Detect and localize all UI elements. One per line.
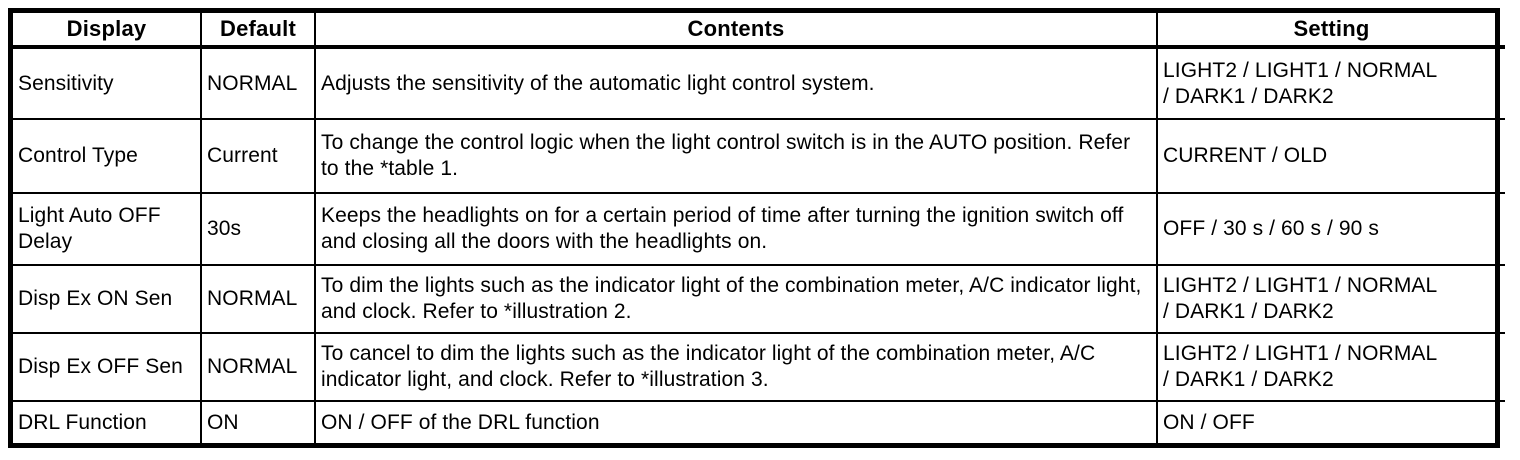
- table-row: Light Auto OFF Delay 30s Keeps the headl…: [13, 192, 1505, 266]
- header-display: Display: [13, 13, 202, 49]
- cell-setting: LIGHT2 / LIGHT1 / NORMAL / DARK1 / DARK2: [1156, 264, 1505, 334]
- cell-setting: ON / OFF: [1156, 400, 1505, 443]
- cell-contents: Keeps the headlights on for a certain pe…: [314, 192, 1158, 266]
- table-row: Disp Ex ON Sen NORMAL To dim the lights …: [13, 264, 1505, 334]
- cell-default: NORMAL: [200, 332, 316, 402]
- cell-setting: LIGHT2 / LIGHT1 / NORMAL / DARK1 / DARK2: [1156, 332, 1505, 402]
- cell-default: NORMAL: [200, 46, 316, 120]
- cell-display: Control Type: [13, 118, 202, 194]
- header-default: Default: [200, 13, 316, 49]
- cell-default: 30s: [200, 192, 316, 266]
- cell-contents: To change the control logic when the lig…: [314, 118, 1158, 194]
- table-row: DRL Function ON ON / OFF of the DRL func…: [13, 400, 1505, 443]
- cell-contents: Adjusts the sensitivity of the automatic…: [314, 46, 1158, 120]
- cell-setting: OFF / 30 s / 60 s / 90 s: [1156, 192, 1505, 266]
- table-row: Disp Ex OFF Sen NORMAL To cancel to dim …: [13, 332, 1505, 402]
- header-setting: Setting: [1156, 13, 1505, 49]
- cell-contents: To dim the lights such as the indicator …: [314, 264, 1158, 334]
- cell-setting: LIGHT2 / LIGHT1 / NORMAL / DARK1 / DARK2: [1156, 46, 1505, 120]
- header-row: Display Default Contents Setting: [13, 13, 1505, 49]
- settings-table: Display Default Contents Setting Sensiti…: [13, 13, 1505, 443]
- cell-display: Light Auto OFF Delay: [13, 192, 202, 266]
- cell-display: DRL Function: [13, 400, 202, 443]
- cell-contents: ON / OFF of the DRL function: [314, 400, 1158, 443]
- cell-setting: CURRENT / OLD: [1156, 118, 1505, 194]
- table-row: Sensitivity NORMAL Adjusts the sensitivi…: [13, 46, 1505, 120]
- cell-display: Disp Ex ON Sen: [13, 264, 202, 334]
- table-row: Control Type Current To change the contr…: [13, 118, 1505, 194]
- cell-display: Disp Ex OFF Sen: [13, 332, 202, 402]
- cell-default: ON: [200, 400, 316, 443]
- header-contents: Contents: [314, 13, 1158, 49]
- light-control-settings-table: Display Default Contents Setting Sensiti…: [8, 8, 1505, 448]
- cell-default: NORMAL: [200, 264, 316, 334]
- cell-display: Sensitivity: [13, 46, 202, 120]
- cell-default: Current: [200, 118, 316, 194]
- cell-contents: To cancel to dim the lights such as the …: [314, 332, 1158, 402]
